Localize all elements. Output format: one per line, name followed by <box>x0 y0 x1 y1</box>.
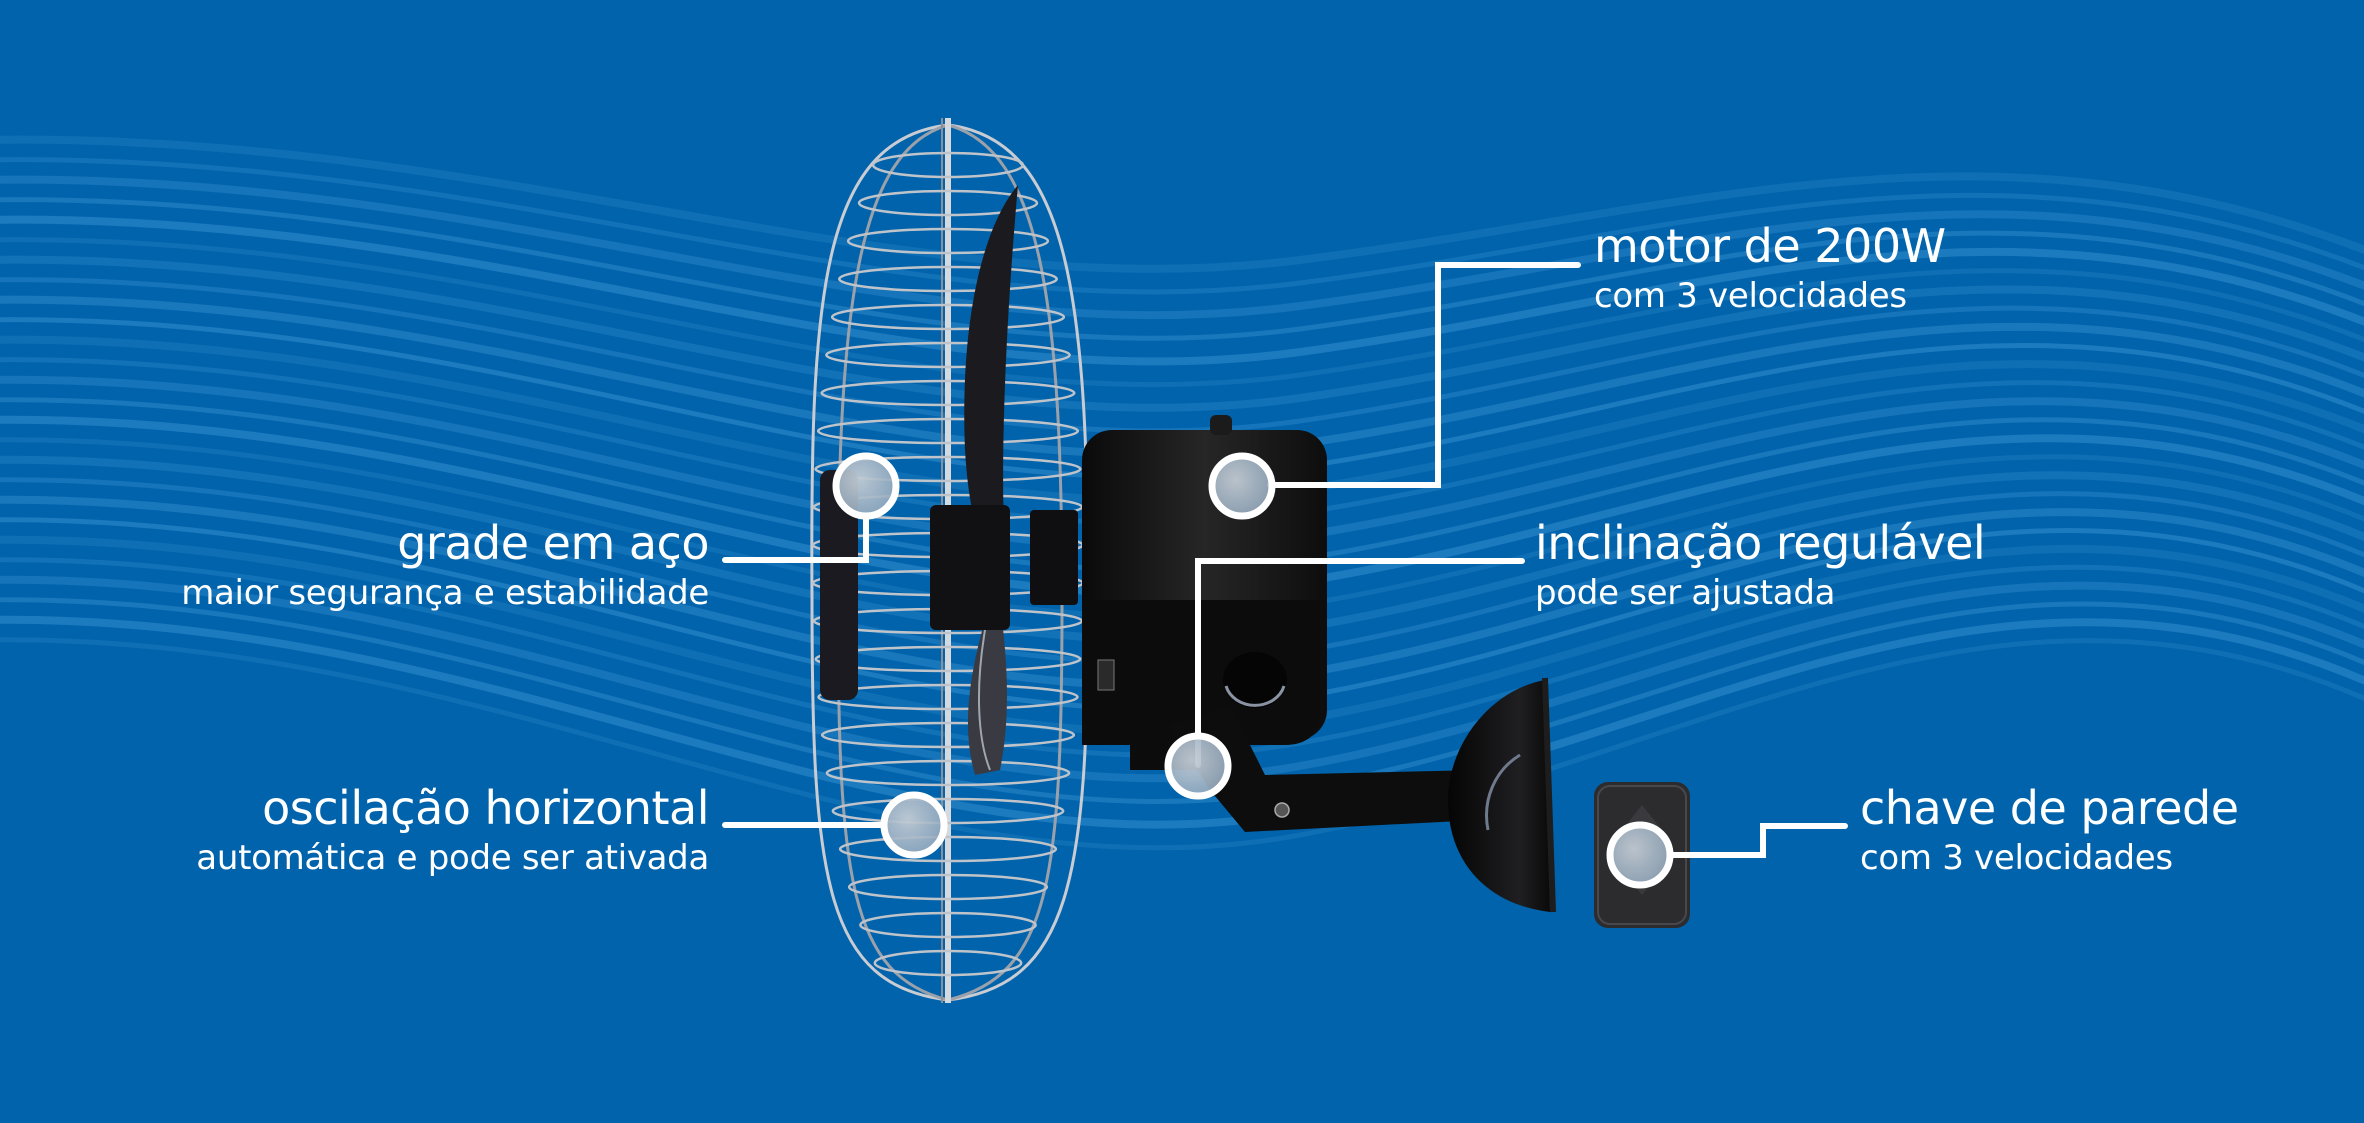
grille-ring <box>873 949 1023 977</box>
grille-ring <box>816 417 1080 445</box>
marker-oscilacao <box>880 791 948 859</box>
grille-ring <box>857 189 1039 217</box>
callout-title: chave de parede <box>1860 781 2239 835</box>
callout-subtitle: automática e pode ser ativada <box>196 838 709 878</box>
grille-ring <box>820 721 1076 749</box>
grille-ring <box>814 645 1082 673</box>
callout-motor: motor de 200W com 3 velocidades <box>1594 218 1946 318</box>
wave-line <box>0 557 2364 758</box>
grille-ring <box>871 151 1025 179</box>
marker-inclinacao <box>1164 732 1232 800</box>
callout-title: oscilação horizontal <box>262 781 709 835</box>
wave-line <box>0 575 2364 783</box>
wave-line <box>0 237 2364 388</box>
callout-chave: chave de parede com 3 velocidades <box>1860 780 2239 880</box>
grille-rings <box>811 151 1085 977</box>
wave-line <box>0 175 2364 320</box>
callout-line-inclinacao <box>1195 558 1525 768</box>
grille-ring <box>838 835 1058 863</box>
wave-line <box>0 255 2364 412</box>
grille-ring <box>847 873 1049 901</box>
grille-ring <box>820 379 1076 407</box>
wave-line <box>0 197 2364 341</box>
wave-line <box>0 637 2364 851</box>
callout-title: motor de 200W <box>1594 219 1946 273</box>
callout-line-motor <box>1267 262 1581 488</box>
callout-subtitle: com 3 velocidades <box>1594 276 1907 316</box>
wave-line <box>0 215 2364 366</box>
wall-mount-arm <box>1170 677 1556 913</box>
callout-subtitle: maior segurança e estabilidade <box>181 573 709 613</box>
marker-motor <box>1208 452 1276 520</box>
callout-line-grade <box>722 514 869 563</box>
marker-grade <box>832 452 900 520</box>
grille-ring <box>825 341 1071 369</box>
grille-ring <box>831 797 1065 825</box>
callout-line-chave <box>1667 823 1848 858</box>
grille-ring <box>814 455 1082 483</box>
wave-line <box>0 157 2364 295</box>
callout-subtitle: pode ser ajustada <box>1535 573 1836 613</box>
grille-ring <box>830 303 1066 331</box>
callout-subtitle: com 3 velocidades <box>1860 838 2173 878</box>
callout-oscilacao: oscilação horizontal automática e pode s… <box>196 780 709 880</box>
callout-title: grade em aço <box>397 516 709 570</box>
wave-line <box>0 277 2364 434</box>
callout-inclinacao: inclinação regulável pode ser ajustada <box>1535 515 1986 615</box>
callout-title: inclinação regulável <box>1535 516 1986 570</box>
marker-chave <box>1606 821 1674 889</box>
wave-line <box>0 135 2364 273</box>
grille-ring <box>859 911 1037 939</box>
grille-ring <box>817 683 1079 711</box>
fan-blades <box>820 185 1078 775</box>
callout-grade: grade em aço maior segurança e estabilid… <box>181 515 709 615</box>
callout-markers <box>832 452 1674 889</box>
grille-ring <box>825 759 1071 787</box>
grille-ring <box>846 227 1050 255</box>
grille-ring <box>838 265 1058 293</box>
